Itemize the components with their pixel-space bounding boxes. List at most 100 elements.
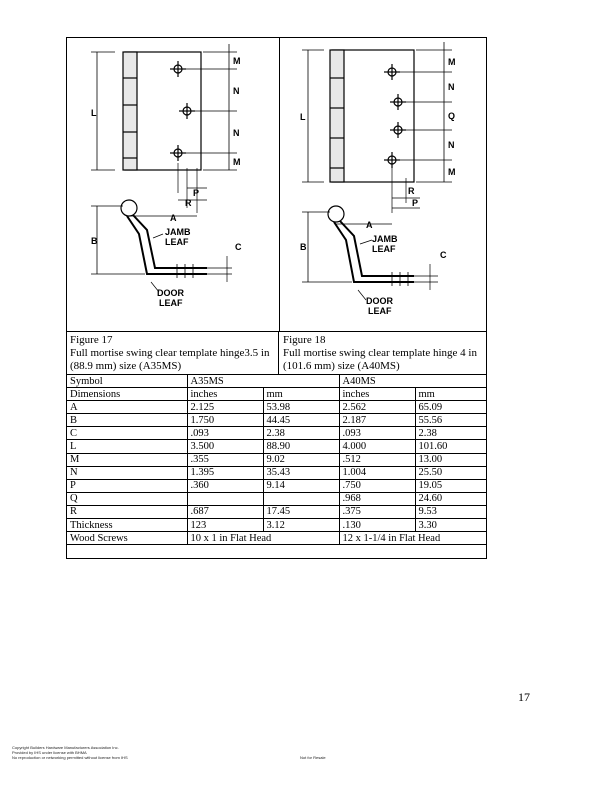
table-cell: 13.00 [414, 452, 486, 467]
svg-text:P: P [412, 198, 418, 208]
table-row-screws: Wood Screws 10 x 1 in Flat Head 12 x 1-1… [67, 531, 486, 546]
table-cell: .130 [338, 518, 416, 533]
svg-text:LEAF: LEAF [372, 244, 396, 254]
svg-text:A: A [366, 220, 373, 230]
footer-line: No reproduction or networking permitted … [12, 755, 128, 760]
svg-text:LEAF: LEAF [159, 298, 183, 308]
table-cell: Wood Screws [67, 531, 188, 546]
table-cell: 2.38 [262, 426, 340, 441]
table-cell: N [67, 465, 188, 480]
hinge-drawing-18: L M N Q N M R P A B C JAMB LEAF DOOR LEA… [300, 42, 456, 316]
svg-text:C: C [440, 250, 447, 260]
subheader-cell: inches [186, 387, 264, 402]
svg-text:N: N [448, 140, 455, 150]
figure-17-caption: Figure 17 Full mortise swing clear templ… [67, 332, 279, 374]
svg-text:JAMB: JAMB [165, 227, 191, 237]
table-cell [186, 491, 264, 506]
header-cell: Symbol [67, 375, 188, 389]
svg-text:Q: Q [448, 111, 455, 121]
figure-table-frame: L M N N M P R A B C JAMB LEAF DOOR LEAF [66, 37, 487, 559]
table-cell: R [67, 504, 188, 520]
table-cell: 24.60 [414, 491, 486, 506]
figure-17-drawing: L M N N M P R A B C JAMB LEAF DOOR LEAF [67, 38, 280, 331]
table-cell: Thickness [67, 518, 188, 533]
svg-text:B: B [91, 236, 98, 246]
subheader-cell: inches [338, 387, 416, 402]
table-cell: C [67, 426, 188, 441]
svg-text:P: P [193, 188, 199, 198]
table-cell [262, 491, 340, 506]
table-header-row: Symbol A35MS A40MS [67, 375, 486, 389]
table-cell: .687 [186, 504, 264, 520]
table-cell: 1.750 [186, 413, 264, 428]
table-cell: Q [67, 491, 188, 506]
not-for-resale-footer: Not for Resale [300, 755, 326, 760]
table-cell: 44.45 [262, 413, 340, 428]
header-cell: A40MS [338, 375, 486, 389]
table-cell: .968 [338, 491, 416, 506]
table-cell: 10 x 1 in Flat Head [186, 531, 340, 546]
svg-text:M: M [448, 167, 456, 177]
table-cell: 9.14 [262, 478, 340, 493]
table-cell: .750 [338, 478, 416, 493]
footer-line: Provided by IHS under license with BHMA [12, 750, 87, 755]
svg-text:L: L [91, 108, 97, 118]
svg-text:N: N [233, 128, 240, 138]
figure-18-number: Figure 18 [283, 334, 326, 346]
table-cell: .512 [338, 452, 416, 467]
table-cell: 17.45 [262, 504, 340, 520]
table-cell: L [67, 439, 188, 454]
svg-text:R: R [408, 186, 415, 196]
figure-18-text: Full mortise swing clear template hinge … [283, 347, 477, 372]
svg-text:LEAF: LEAF [165, 237, 189, 247]
footer-line: Copyright Builders Hardware Manufacturer… [12, 745, 119, 750]
svg-text:DOOR: DOOR [366, 296, 394, 306]
table-cell: 3.12 [262, 518, 340, 533]
table-cell: 101.60 [414, 439, 486, 454]
subheader-cell: mm [262, 387, 340, 402]
table-cell: .360 [186, 478, 264, 493]
dimensions-table: Symbol A35MS A40MS Dimensions inches mm … [67, 375, 486, 546]
figure-17-text: Full mortise swing clear template hinge3… [70, 347, 270, 372]
table-cell: 35.43 [262, 465, 340, 480]
table-cell: 4.000 [338, 439, 416, 454]
subheader-cell: mm [414, 387, 486, 402]
figure-18-drawing: L M N Q N M R P A B C JAMB LEAF DOOR LEA… [280, 38, 486, 331]
table-cell: .093 [186, 426, 264, 441]
svg-text:M: M [448, 57, 456, 67]
table-cell: B [67, 413, 188, 428]
copyright-footer: Copyright Builders Hardware Manufacturer… [12, 745, 128, 760]
table-cell: 1.395 [186, 465, 264, 480]
table-cell: M [67, 452, 188, 467]
table-subheader-row: Dimensions inches mm inches mm [67, 387, 486, 402]
table-cell: A [67, 400, 188, 415]
figure-17-number: Figure 17 [70, 334, 113, 346]
header-cell: A35MS [186, 375, 340, 389]
table-cell: .093 [338, 426, 416, 441]
captions-row: Figure 17 Full mortise swing clear templ… [67, 332, 486, 375]
table-cell: .375 [338, 504, 416, 520]
table-cell: 9.53 [414, 504, 486, 520]
svg-text:C: C [235, 242, 242, 252]
svg-text:DOOR: DOOR [157, 288, 185, 298]
svg-text:M: M [233, 56, 241, 66]
table-cell: 55.56 [414, 413, 486, 428]
table-cell: 12 x 1-1/4 in Flat Head [338, 531, 486, 546]
table-cell: 2.187 [338, 413, 416, 428]
svg-text:N: N [448, 82, 455, 92]
table-cell: 53.98 [262, 400, 340, 415]
svg-text:N: N [233, 86, 240, 96]
svg-text:JAMB: JAMB [372, 234, 398, 244]
svg-text:A: A [170, 213, 177, 223]
hinge-drawing-17: L M N N M P R A B C JAMB LEAF DOOR LEAF [91, 44, 242, 308]
